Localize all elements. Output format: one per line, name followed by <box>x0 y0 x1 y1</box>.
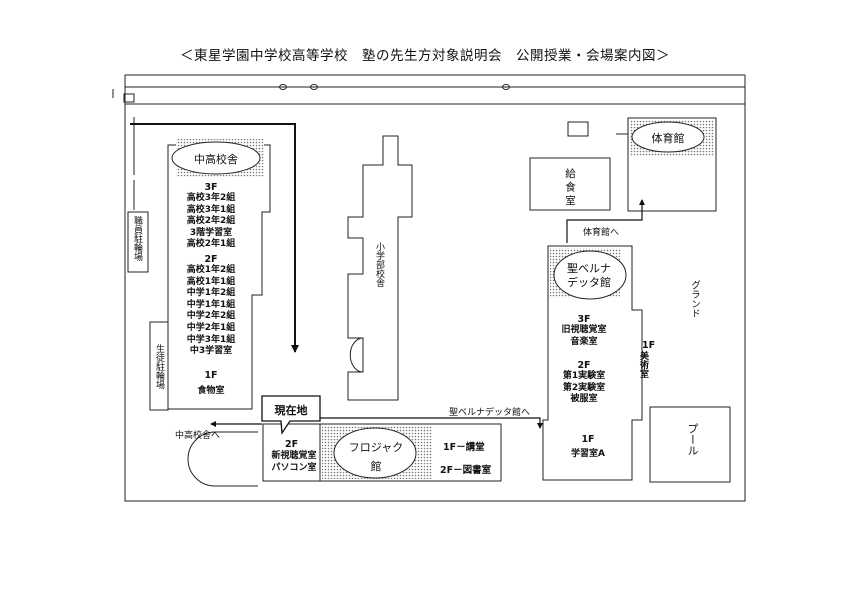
staff-parking-label: 職員駐輪場 <box>132 216 142 261</box>
room-label: 中学2年2組 <box>186 311 236 322</box>
room-label: 中学3年1組 <box>186 334 236 345</box>
room-label: 被服室 <box>570 394 598 404</box>
current-location-callout <box>261 395 321 435</box>
to-chuko-label: 中高校舎へ <box>175 431 221 441</box>
room-label: 3階学習室 <box>189 227 233 238</box>
bernadette-floor-3f: 3F <box>577 314 591 325</box>
pool-area <box>649 406 731 483</box>
current-rooms: 新視聴覚室 パソコン室 <box>258 451 330 474</box>
bernadette-2f-rooms: 第1実験室 第2実験室 被服室 <box>552 371 616 406</box>
current-location-label: 現在地 <box>274 404 308 417</box>
frojakku-building <box>262 423 502 482</box>
taiikukan-label: 体育館 <box>651 132 685 145</box>
bijutsu-room-label: 美術室 <box>638 351 648 378</box>
chuko-1f-room: 食物室 <box>197 386 225 396</box>
student-parking-label: 生徒駐輪場 <box>154 344 164 389</box>
frojakku-name-line1: フロジャク <box>348 441 404 454</box>
chuko-floor-3f: 3F <box>204 182 218 193</box>
chuko-label-oval <box>171 141 261 175</box>
map-title: ＜東星学園中学校高等学校 塾の先生方対象説明会 公開授業・会場案内図＞ <box>180 48 670 64</box>
taiikukan-label-oval <box>631 121 705 153</box>
frojakku-building-name: フロジャク 館 <box>340 438 412 476</box>
room-label: 新視聴覚室 <box>271 451 317 461</box>
bernadette-building <box>542 245 643 481</box>
room-label: パソコン室 <box>271 462 317 473</box>
frojakku-1f-label: 1F－講堂 <box>443 442 485 453</box>
kyushoku-label: 給食室 <box>564 168 576 209</box>
room-label: 音楽室 <box>570 336 598 347</box>
chuko-building-name: 中高校舎 <box>194 153 238 166</box>
route-arrow-taiikukan <box>566 199 645 243</box>
bernadette-floor-1f: 1F <box>581 434 595 445</box>
room-label: 旧視聴覚室 <box>561 325 607 335</box>
room-label: 高校1年2組 <box>186 265 236 275</box>
staff-parking <box>127 211 149 273</box>
bernadette-1f-room: 学習室A <box>571 449 605 459</box>
frojakku-name-line2: 館 <box>370 460 382 473</box>
chuko-floor-2f: 2F <box>204 254 218 265</box>
student-parking <box>149 321 169 411</box>
room-label: 高校2年2組 <box>186 216 236 226</box>
route-arrow-main <box>130 123 299 353</box>
bernadette-3f-rooms: 旧視聴覚室 音楽室 <box>552 325 616 348</box>
current-floor-2f: 2F <box>285 439 299 450</box>
room-label: 中学1年1組 <box>186 299 236 310</box>
bernadette-building-name: 聖ベルナ デッタ館 <box>552 262 626 290</box>
room-label: 高校3年2組 <box>186 193 236 203</box>
bernadette-name-line1: 聖ベルナ <box>567 262 611 275</box>
bernadette-name-line2: デッタ館 <box>567 276 611 289</box>
room-label: 第2実験室 <box>562 382 606 393</box>
room-label: 中学2年1組 <box>186 322 236 333</box>
frojakku-2f-label: 2F－図書室 <box>440 465 492 476</box>
route-arrow-bernadette <box>320 417 543 429</box>
taiikukan-building <box>627 117 717 212</box>
room-label: 高校1年1組 <box>186 276 236 287</box>
chuko-floor-1f: 1F <box>204 370 218 381</box>
shogakubu-label: 小学部校舎 <box>374 242 384 287</box>
room-label: 高校3年1組 <box>186 204 236 215</box>
to-bernadette-label: 聖ベルナデッタ館へ <box>449 408 531 418</box>
chuko-2f-rooms: 高校1年2組 高校1年1組 中学1年2組 中学1年1組 中学2年2組 中学2年1… <box>166 265 256 358</box>
campus-boundary <box>124 75 746 502</box>
to-taiikukan-label: 体育館へ <box>583 228 620 238</box>
frojakku-label-oval <box>333 427 417 479</box>
room-label: 高校2年1組 <box>186 239 236 249</box>
pool-label: プール <box>686 423 699 456</box>
rotunda <box>187 431 258 487</box>
bernadette-label-oval <box>553 250 627 300</box>
chuko-building <box>167 144 271 410</box>
ground-label: グランド <box>689 280 700 318</box>
bernadette-floor-2f: 2F <box>577 360 591 371</box>
room-label: 中3学習室 <box>189 346 233 357</box>
bernadette-side-floor-1f: 1F <box>642 340 656 351</box>
chuko-3f-rooms: 高校3年2組 高校3年1組 高校2年2組 3階学習室 高校2年1組 <box>166 193 256 251</box>
room-label: 第1実験室 <box>562 371 606 381</box>
kyushoku-building <box>529 157 611 211</box>
room-label: 中学1年2組 <box>186 288 236 299</box>
